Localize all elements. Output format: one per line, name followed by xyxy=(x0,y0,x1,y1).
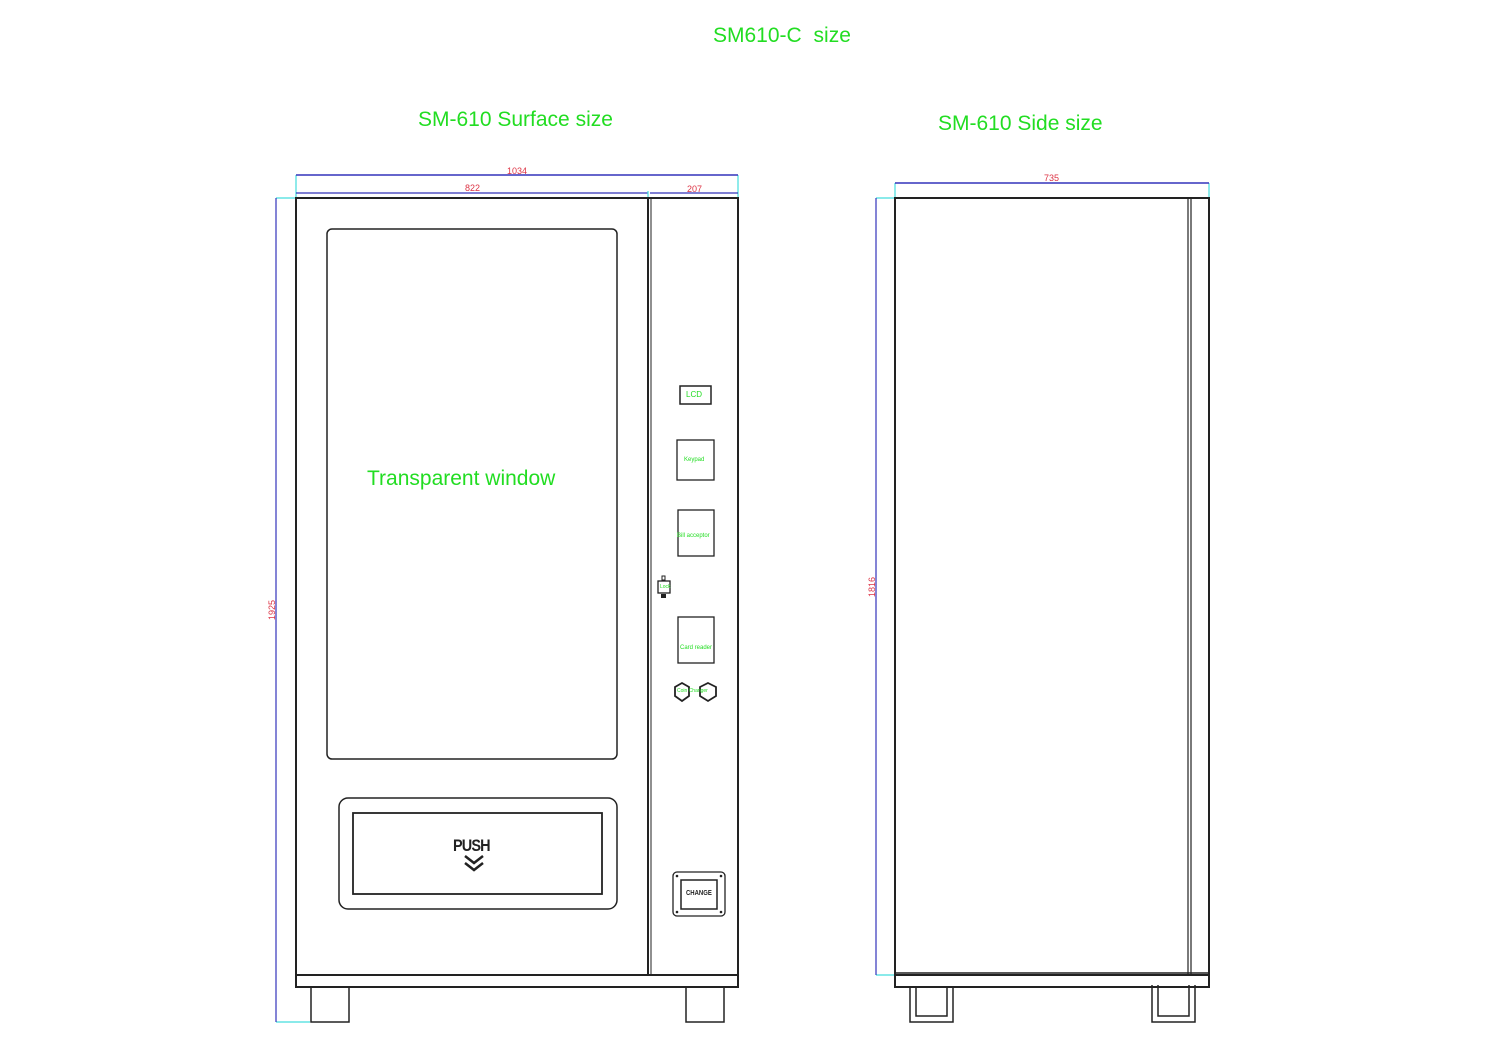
dim-side-depth: 735 xyxy=(1044,173,1060,183)
bill-acceptor-label: Bill acceptor xyxy=(677,533,710,539)
front-view-title: SM-610 Surface size xyxy=(418,108,613,131)
lcd-box xyxy=(679,385,712,405)
dim-front-height: 1925 xyxy=(267,599,278,621)
dim-side-height: 1816 xyxy=(867,576,878,598)
lcd-label: LCD xyxy=(686,390,703,399)
lock-icon xyxy=(657,575,671,598)
front-dimension-lines xyxy=(275,174,739,1023)
side-foot-right xyxy=(1151,985,1196,1023)
side-view-title: SM-610 Side size xyxy=(938,112,1103,135)
dim-total-width: 1034 xyxy=(507,166,528,176)
front-foot-right xyxy=(685,986,725,1023)
dim-door-width: 822 xyxy=(465,183,481,193)
transparent-window xyxy=(326,228,618,760)
dim-panel-width: 207 xyxy=(687,184,703,194)
side-dimension-lines xyxy=(875,182,1210,976)
window-label: Transparent window xyxy=(367,467,556,490)
lock-label: Lock xyxy=(660,584,671,590)
coin-slot-left-icon xyxy=(674,681,690,703)
chevron-down-icon xyxy=(464,855,484,872)
change-label: CHANGE xyxy=(686,890,712,897)
coin-changer-label: Coin Changer xyxy=(677,688,708,694)
page-title: SM610-C size xyxy=(713,24,851,47)
bill-acceptor-box xyxy=(677,509,715,557)
front-foot-left xyxy=(310,986,350,1023)
coin-slot-right-icon xyxy=(699,681,717,703)
pickup-door-outer xyxy=(338,797,618,910)
card-reader-box xyxy=(677,616,715,664)
front-base xyxy=(295,974,739,988)
side-cabinet-outline xyxy=(894,197,1210,976)
side-base xyxy=(894,974,1210,988)
push-label: PUSH xyxy=(453,836,491,855)
pickup-door-inner xyxy=(352,812,603,895)
front-view xyxy=(275,174,739,1023)
front-cabinet-outline xyxy=(295,197,739,976)
side-foot-left xyxy=(909,987,954,1023)
side-view xyxy=(875,182,1210,1023)
change-button-graphic xyxy=(672,871,726,917)
keypad-label: Keypad xyxy=(684,457,705,463)
card-reader-label: Card reader xyxy=(680,645,713,651)
keypad-box xyxy=(676,439,715,481)
